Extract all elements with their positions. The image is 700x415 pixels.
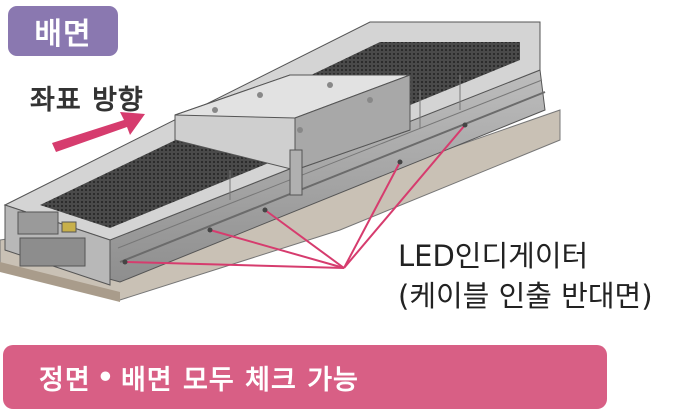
rear-side-badge: 배면 (8, 6, 118, 56)
coordinate-direction-arrow (52, 112, 145, 152)
check-both-sides-banner: 정면 • 배면 모두 체크 가능 (3, 345, 607, 409)
end-block (4, 204, 111, 286)
carriage-table (174, 74, 411, 196)
led-leader-lines (124, 124, 466, 269)
footer-separator: • (96, 361, 115, 393)
coordinate-direction-label: 좌표 방향 (30, 85, 144, 116)
led-indicator-dots (122, 122, 468, 265)
footer-front-text: 정면 (39, 364, 91, 396)
linear-stage-illustration (0, 21, 561, 302)
led-indicator-note: (케이블 인출 반대면) (398, 279, 653, 313)
led-indicator-title: LED인디게이터 (398, 239, 589, 273)
led-indicator-label: LED인디게이터 (케이블 인출 반대면) (398, 236, 653, 316)
footer-rear-text: 배면 모두 체크 가능 (120, 364, 359, 396)
